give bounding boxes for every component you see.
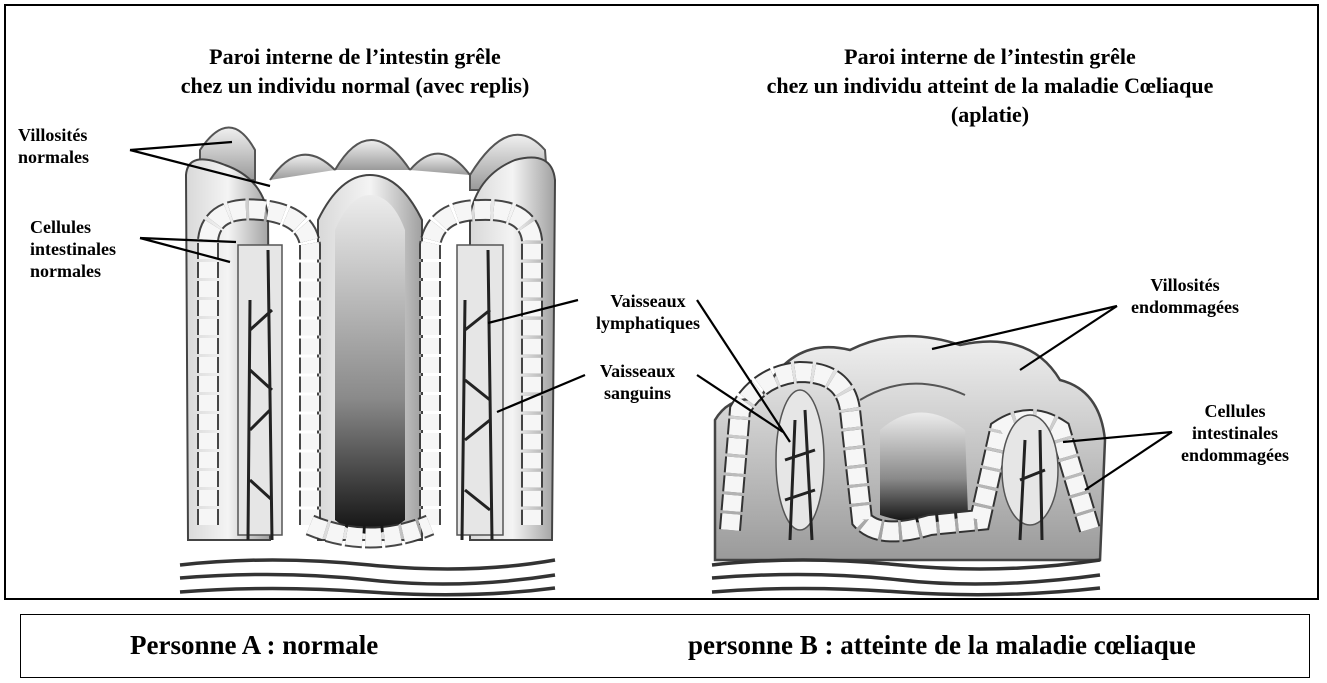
label-line: Villosités <box>1110 274 1260 296</box>
base-vessels <box>712 560 1100 595</box>
label-cells-normal: Cellules intestinales normales <box>30 216 116 282</box>
label-line: Cellules <box>1165 400 1305 422</box>
celiac-panel-title: Paroi interne de l’intestin grêle chez u… <box>690 42 1290 129</box>
label-line: intestinales <box>30 238 116 260</box>
normal-panel-title: Paroi interne de l’intestin grêle chez u… <box>130 42 580 100</box>
label-line: Cellules <box>30 216 116 238</box>
title-line: chez un individu normal (avec replis) <box>130 71 580 100</box>
label-cells-damaged: Cellules intestinales endommagées <box>1165 400 1305 466</box>
caption-person-b: personne B : atteinte de la maladie cœli… <box>688 630 1196 661</box>
label-line: endommagées <box>1110 296 1260 318</box>
title-line: Paroi interne de l’intestin grêle <box>690 42 1290 71</box>
label-line: Vaisseaux <box>578 290 718 312</box>
lamina-propria <box>776 390 824 530</box>
flattened-hollow <box>880 413 968 523</box>
label-line: endommagées <box>1165 444 1305 466</box>
title-line: (aplatie) <box>690 100 1290 129</box>
label-line: normales <box>18 146 89 168</box>
caption-person-a: Personne A : normale <box>130 630 378 661</box>
label-blood-vessels: Vaisseaux sanguins <box>580 360 695 404</box>
leader-line <box>1020 306 1117 370</box>
label-line: lymphatiques <box>578 312 718 334</box>
label-line: normales <box>30 260 116 282</box>
villus-tip-back <box>270 155 335 180</box>
label-lymphatic-vessels: Vaisseaux lymphatiques <box>578 290 718 334</box>
normal-villi-illustration <box>180 128 555 595</box>
base-vessels <box>180 560 555 595</box>
label-line: Villosités <box>18 124 89 146</box>
lamina-propria <box>1002 415 1058 525</box>
label-villi-damaged: Villosités endommagées <box>1110 274 1260 318</box>
crypt-hollow <box>335 195 405 534</box>
label-line: Vaisseaux <box>580 360 695 382</box>
lamina-propria <box>238 245 282 535</box>
celiac-villi-illustration <box>712 336 1105 595</box>
label-line: intestinales <box>1165 422 1305 444</box>
villus-tip-back <box>335 140 410 170</box>
title-line: Paroi interne de l’intestin grêle <box>130 42 580 71</box>
label-line: sanguins <box>580 382 695 404</box>
leader-line <box>932 306 1117 349</box>
title-line: chez un individu atteint de la maladie C… <box>690 71 1290 100</box>
villus-tip-back <box>410 154 470 175</box>
label-villi-normal: Villosités normales <box>18 124 89 168</box>
